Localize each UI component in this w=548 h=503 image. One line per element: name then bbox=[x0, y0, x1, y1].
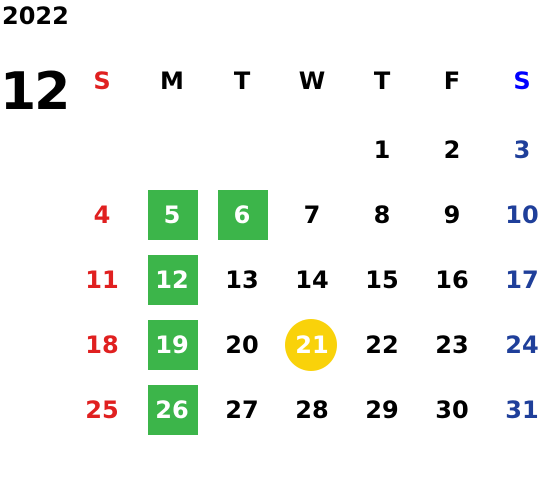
day-cell-5[interactable]: 5 bbox=[142, 190, 202, 240]
day-number: 28 bbox=[295, 396, 329, 424]
day-cell-25[interactable]: 25 bbox=[72, 385, 132, 435]
day-cell-14[interactable]: 14 bbox=[282, 255, 342, 305]
weekday-header-sun: S bbox=[93, 67, 111, 95]
day-cell-30[interactable]: 30 bbox=[422, 385, 482, 435]
day-number: 19 bbox=[155, 331, 189, 359]
day-number: 29 bbox=[365, 396, 399, 424]
day-number: 3 bbox=[513, 136, 531, 164]
day-number: 27 bbox=[225, 396, 259, 424]
day-cell-6[interactable]: 6 bbox=[212, 190, 272, 240]
day-number: 24 bbox=[505, 331, 539, 359]
day-number: 14 bbox=[295, 266, 329, 294]
day-number: 26 bbox=[155, 396, 189, 424]
weekday-header-tue: T bbox=[233, 67, 251, 95]
day-cell-24[interactable]: 24 bbox=[492, 320, 548, 370]
weekday-header-sat: S bbox=[513, 67, 531, 95]
year-label: 2022 bbox=[2, 2, 69, 30]
day-cell-28[interactable]: 28 bbox=[282, 385, 342, 435]
day-number: 31 bbox=[505, 396, 539, 424]
day-cell-26[interactable]: 26 bbox=[142, 385, 202, 435]
day-number: 17 bbox=[505, 266, 539, 294]
day-number: 15 bbox=[365, 266, 399, 294]
day-cell-17[interactable]: 17 bbox=[492, 255, 548, 305]
day-number: 20 bbox=[225, 331, 259, 359]
day-cell-21[interactable]: 21 bbox=[282, 319, 342, 371]
day-number: 30 bbox=[435, 396, 469, 424]
day-cell-4[interactable]: 4 bbox=[72, 190, 132, 240]
day-number: 16 bbox=[435, 266, 469, 294]
day-cell-8[interactable]: 8 bbox=[352, 190, 412, 240]
weekday-header-wed: W bbox=[298, 67, 326, 95]
day-cell-20[interactable]: 20 bbox=[212, 320, 272, 370]
today-circle bbox=[285, 319, 337, 371]
day-cell-23[interactable]: 23 bbox=[422, 320, 482, 370]
day-cell-10[interactable]: 10 bbox=[492, 190, 548, 240]
day-cell-29[interactable]: 29 bbox=[352, 385, 412, 435]
day-number: 18 bbox=[85, 331, 119, 359]
day-number: 12 bbox=[155, 266, 189, 294]
weekday-header-mon: M bbox=[160, 67, 184, 95]
day-number: 21 bbox=[295, 331, 329, 359]
day-cell-3[interactable]: 3 bbox=[492, 125, 548, 175]
day-number: 11 bbox=[85, 266, 119, 294]
day-cell-18[interactable]: 18 bbox=[72, 320, 132, 370]
day-cell-2[interactable]: 2 bbox=[422, 125, 482, 175]
day-number: 22 bbox=[365, 331, 399, 359]
day-number: 25 bbox=[85, 396, 119, 424]
day-cell-7[interactable]: 7 bbox=[282, 190, 342, 240]
month-label: 12 bbox=[0, 62, 70, 122]
day-cell-27[interactable]: 27 bbox=[212, 385, 272, 435]
day-number: 8 bbox=[373, 201, 391, 229]
day-cell-13[interactable]: 13 bbox=[212, 255, 272, 305]
highlight-box bbox=[148, 190, 198, 240]
day-number: 5 bbox=[163, 201, 181, 229]
day-cell-31[interactable]: 31 bbox=[492, 385, 548, 435]
day-cell-12[interactable]: 12 bbox=[142, 255, 202, 305]
day-cell-15[interactable]: 15 bbox=[352, 255, 412, 305]
highlight-box bbox=[218, 190, 268, 240]
highlight-box bbox=[148, 320, 198, 370]
day-number: 4 bbox=[93, 201, 111, 229]
day-cell-9[interactable]: 9 bbox=[422, 190, 482, 240]
highlight-box bbox=[148, 255, 198, 305]
weekday-header-fri: F bbox=[443, 67, 461, 95]
day-number: 9 bbox=[443, 201, 461, 229]
day-number: 1 bbox=[373, 136, 391, 164]
day-number: 2 bbox=[443, 136, 461, 164]
day-number: 23 bbox=[435, 331, 469, 359]
day-number: 7 bbox=[303, 201, 321, 229]
day-cell-22[interactable]: 22 bbox=[352, 320, 412, 370]
day-number: 13 bbox=[225, 266, 259, 294]
day-cell-19[interactable]: 19 bbox=[142, 320, 202, 370]
weekday-header-thu: T bbox=[373, 67, 391, 95]
day-cell-1[interactable]: 1 bbox=[352, 125, 412, 175]
highlight-box bbox=[148, 385, 198, 435]
day-number: 6 bbox=[233, 201, 251, 229]
day-number: 10 bbox=[505, 201, 539, 229]
day-cell-16[interactable]: 16 bbox=[422, 255, 482, 305]
day-cell-11[interactable]: 11 bbox=[72, 255, 132, 305]
